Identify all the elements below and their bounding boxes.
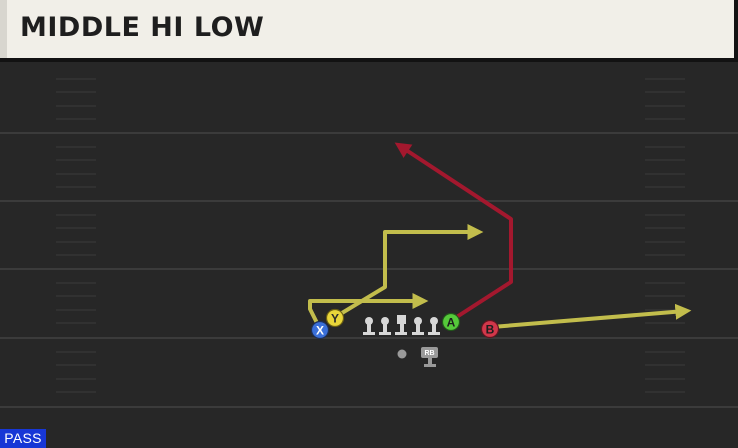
a-marker: [441, 312, 461, 332]
x-label: X: [316, 324, 324, 338]
hash-marks: [56, 78, 685, 393]
play-diagram: RB X Y A B: [0, 78, 738, 408]
lineman-icon: [379, 317, 391, 335]
player-rb: RB: [421, 347, 438, 367]
route-a-post: [394, 142, 513, 322]
a-label: A: [447, 316, 456, 330]
lineman-icon: [412, 317, 424, 335]
rb-marker: [421, 347, 438, 358]
play-title: MIDDLE HI LOW: [20, 12, 265, 43]
play-type-badge: PASS: [0, 429, 46, 448]
offensive-line: [363, 315, 440, 335]
player-y: Y: [325, 308, 345, 328]
lineman-icon: [363, 317, 375, 335]
route-x-drag: [308, 293, 429, 329]
y-label: Y: [331, 312, 339, 326]
route-y-corner: [335, 224, 484, 318]
title-stripe: [0, 0, 7, 58]
b-marker: [480, 319, 500, 339]
quarterback-marker: [397, 349, 407, 359]
football-field: RB X Y A B: [0, 62, 738, 448]
player-b: B: [480, 319, 500, 339]
player-a: A: [441, 312, 461, 332]
rb-label: RB: [424, 350, 434, 357]
b-label: B: [486, 323, 495, 337]
y-marker: [325, 308, 345, 328]
player-x: X: [310, 320, 330, 340]
lineman-icon: [428, 317, 440, 335]
route-b-flat: [490, 303, 692, 329]
yard-lines: [0, 132, 738, 408]
play-title-bar: MIDDLE HI LOW: [0, 0, 738, 62]
x-marker: [310, 320, 330, 340]
center-icon: [395, 315, 407, 335]
